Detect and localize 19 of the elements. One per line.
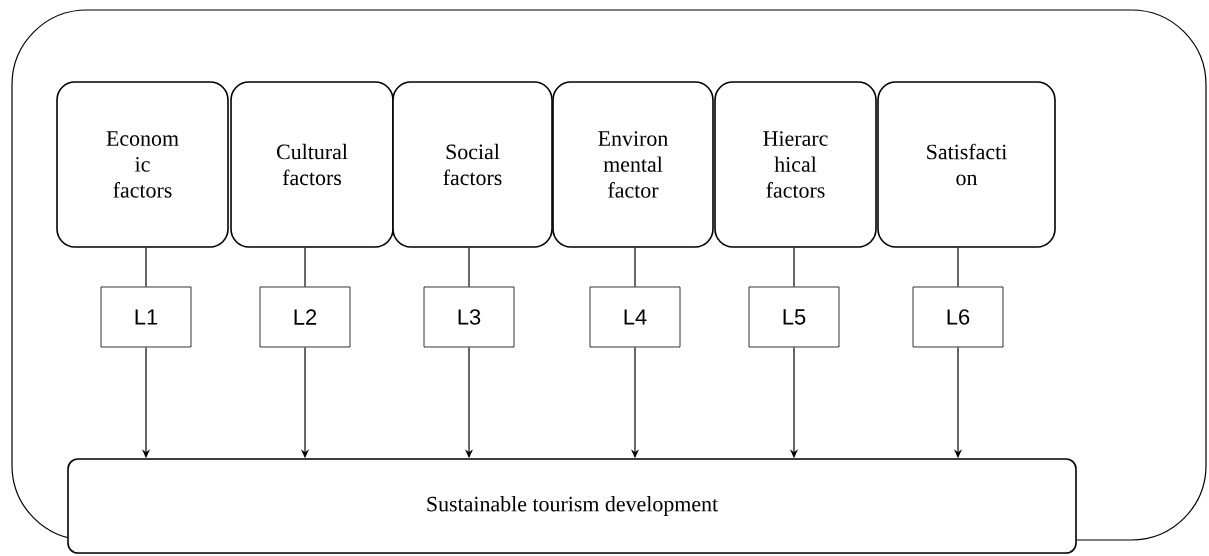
connector-line [304, 247, 306, 288]
factor-box: Cultural factors [230, 81, 394, 248]
level-box: L4 [589, 286, 681, 348]
connector-line [793, 247, 795, 288]
factor-box: Environ mental factor [552, 81, 714, 248]
level-box: L1 [100, 286, 192, 348]
outcome-box: Sustainable tourism development [67, 458, 1077, 554]
factor-box: Econom ic factors [56, 81, 229, 248]
connector-line [145, 247, 147, 288]
factor-box: Social factors [392, 81, 553, 248]
factor-box: Satisfacti on [877, 81, 1056, 248]
connector-line [957, 247, 959, 288]
level-box: L2 [259, 286, 351, 348]
level-box: L6 [912, 286, 1004, 348]
level-box: L5 [748, 286, 840, 348]
connector-line [634, 247, 636, 288]
connector-line [468, 247, 470, 288]
level-box: L3 [423, 286, 515, 348]
factor-box: Hierarc hical factors [714, 81, 877, 248]
